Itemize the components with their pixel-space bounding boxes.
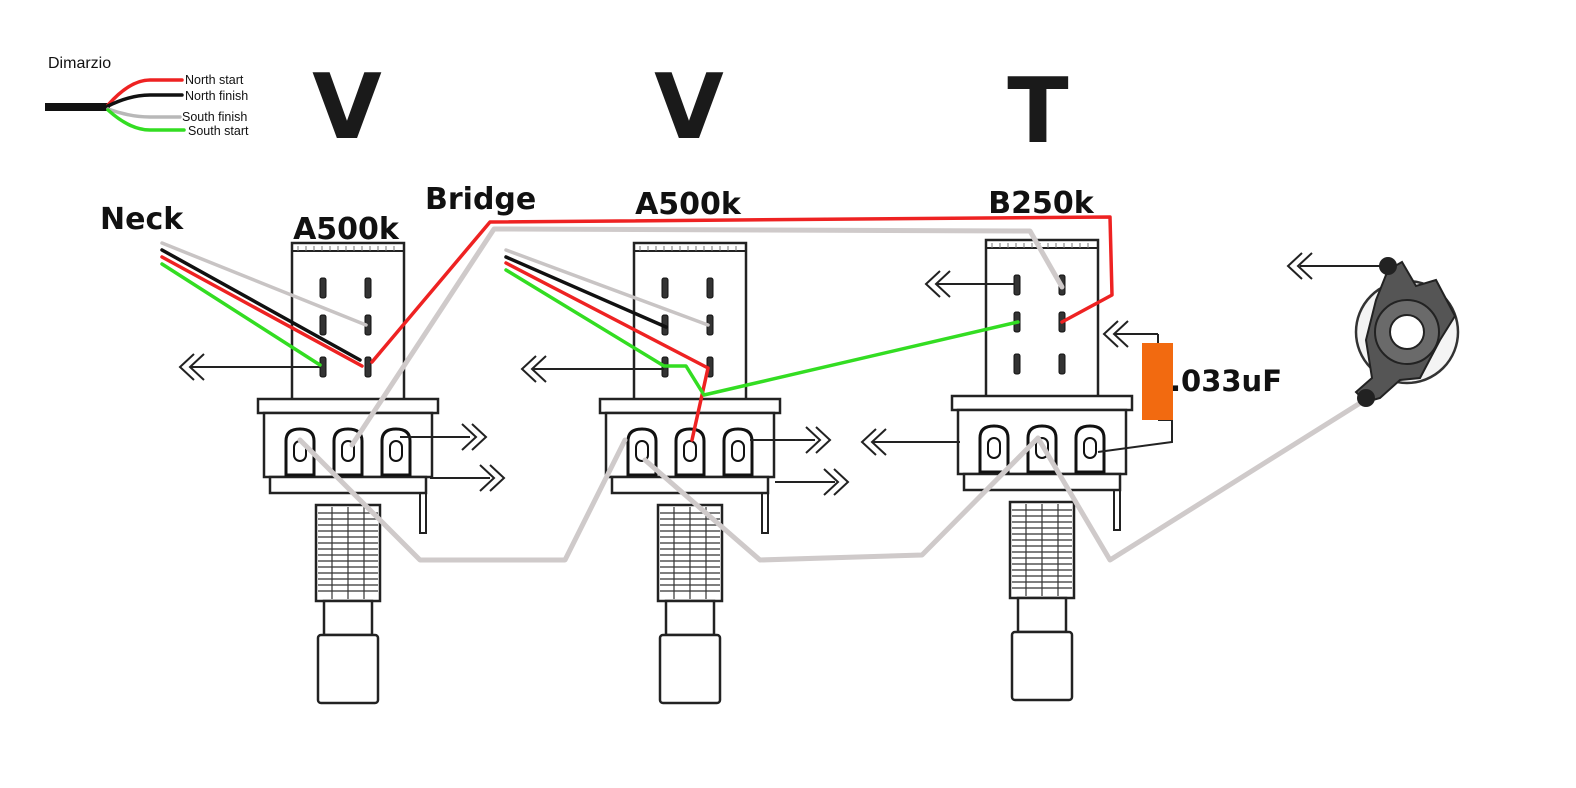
bridge-wire-south-start bbox=[504, 268, 1020, 397]
ground-bus-wire bbox=[349, 226, 1065, 448]
legend-cable bbox=[45, 103, 110, 111]
hot-wire bbox=[370, 215, 1114, 364]
pot-2-value: A500k bbox=[635, 187, 742, 222]
bridge-wire-south-finish bbox=[504, 248, 710, 327]
legend-label-north-finish: North finish bbox=[185, 89, 248, 103]
legend-wire-north-finish bbox=[106, 93, 184, 108]
control-3-function: T bbox=[1007, 59, 1068, 164]
bridge-pickup-label: Bridge bbox=[425, 182, 536, 217]
control-2-function: V bbox=[654, 55, 724, 160]
pot-1-value: A500k bbox=[293, 212, 400, 247]
potentiometer-icon bbox=[256, 241, 440, 705]
potentiometer-icon bbox=[598, 241, 782, 705]
legend-wire-south-finish bbox=[106, 107, 182, 119]
ground-symbols bbox=[179, 252, 1385, 496]
neck-wire-north-start bbox=[160, 255, 364, 368]
bridge-wire-north-start bbox=[504, 261, 710, 442]
legend-label-south-finish: South finish bbox=[182, 110, 247, 124]
legend-label-south-start: South start bbox=[188, 124, 249, 138]
bridge-wire-north-finish bbox=[504, 255, 668, 329]
neck-pickup-label: Neck bbox=[100, 202, 184, 237]
neck-pickup-wires bbox=[160, 241, 368, 368]
pickup-legend: Dimarzio North start North finish South … bbox=[45, 55, 249, 138]
capacitor-icon bbox=[1142, 343, 1173, 420]
output-jack-icon bbox=[1354, 257, 1460, 407]
capacitor-label: .033uF bbox=[1170, 364, 1282, 398]
legend-brand: Dimarzio bbox=[48, 55, 111, 72]
ground-bus-wire bbox=[297, 437, 628, 563]
potentiometer-icon bbox=[950, 238, 1134, 702]
control-1-function: V bbox=[312, 55, 382, 160]
ground-bus-wire bbox=[1035, 397, 1368, 563]
legend-label-north-start: North start bbox=[185, 73, 244, 87]
bridge-pickup-wires bbox=[504, 248, 1020, 442]
legend-wire-north-start bbox=[106, 78, 184, 107]
neck-wire-south-finish bbox=[160, 241, 368, 327]
legend-wire-south-start bbox=[106, 108, 186, 132]
neck-wire-north-finish bbox=[160, 248, 362, 362]
ground-bus-wire bbox=[642, 435, 1041, 563]
neck-wire-south-start bbox=[160, 262, 322, 367]
pot-3-value: B250k bbox=[988, 186, 1094, 221]
